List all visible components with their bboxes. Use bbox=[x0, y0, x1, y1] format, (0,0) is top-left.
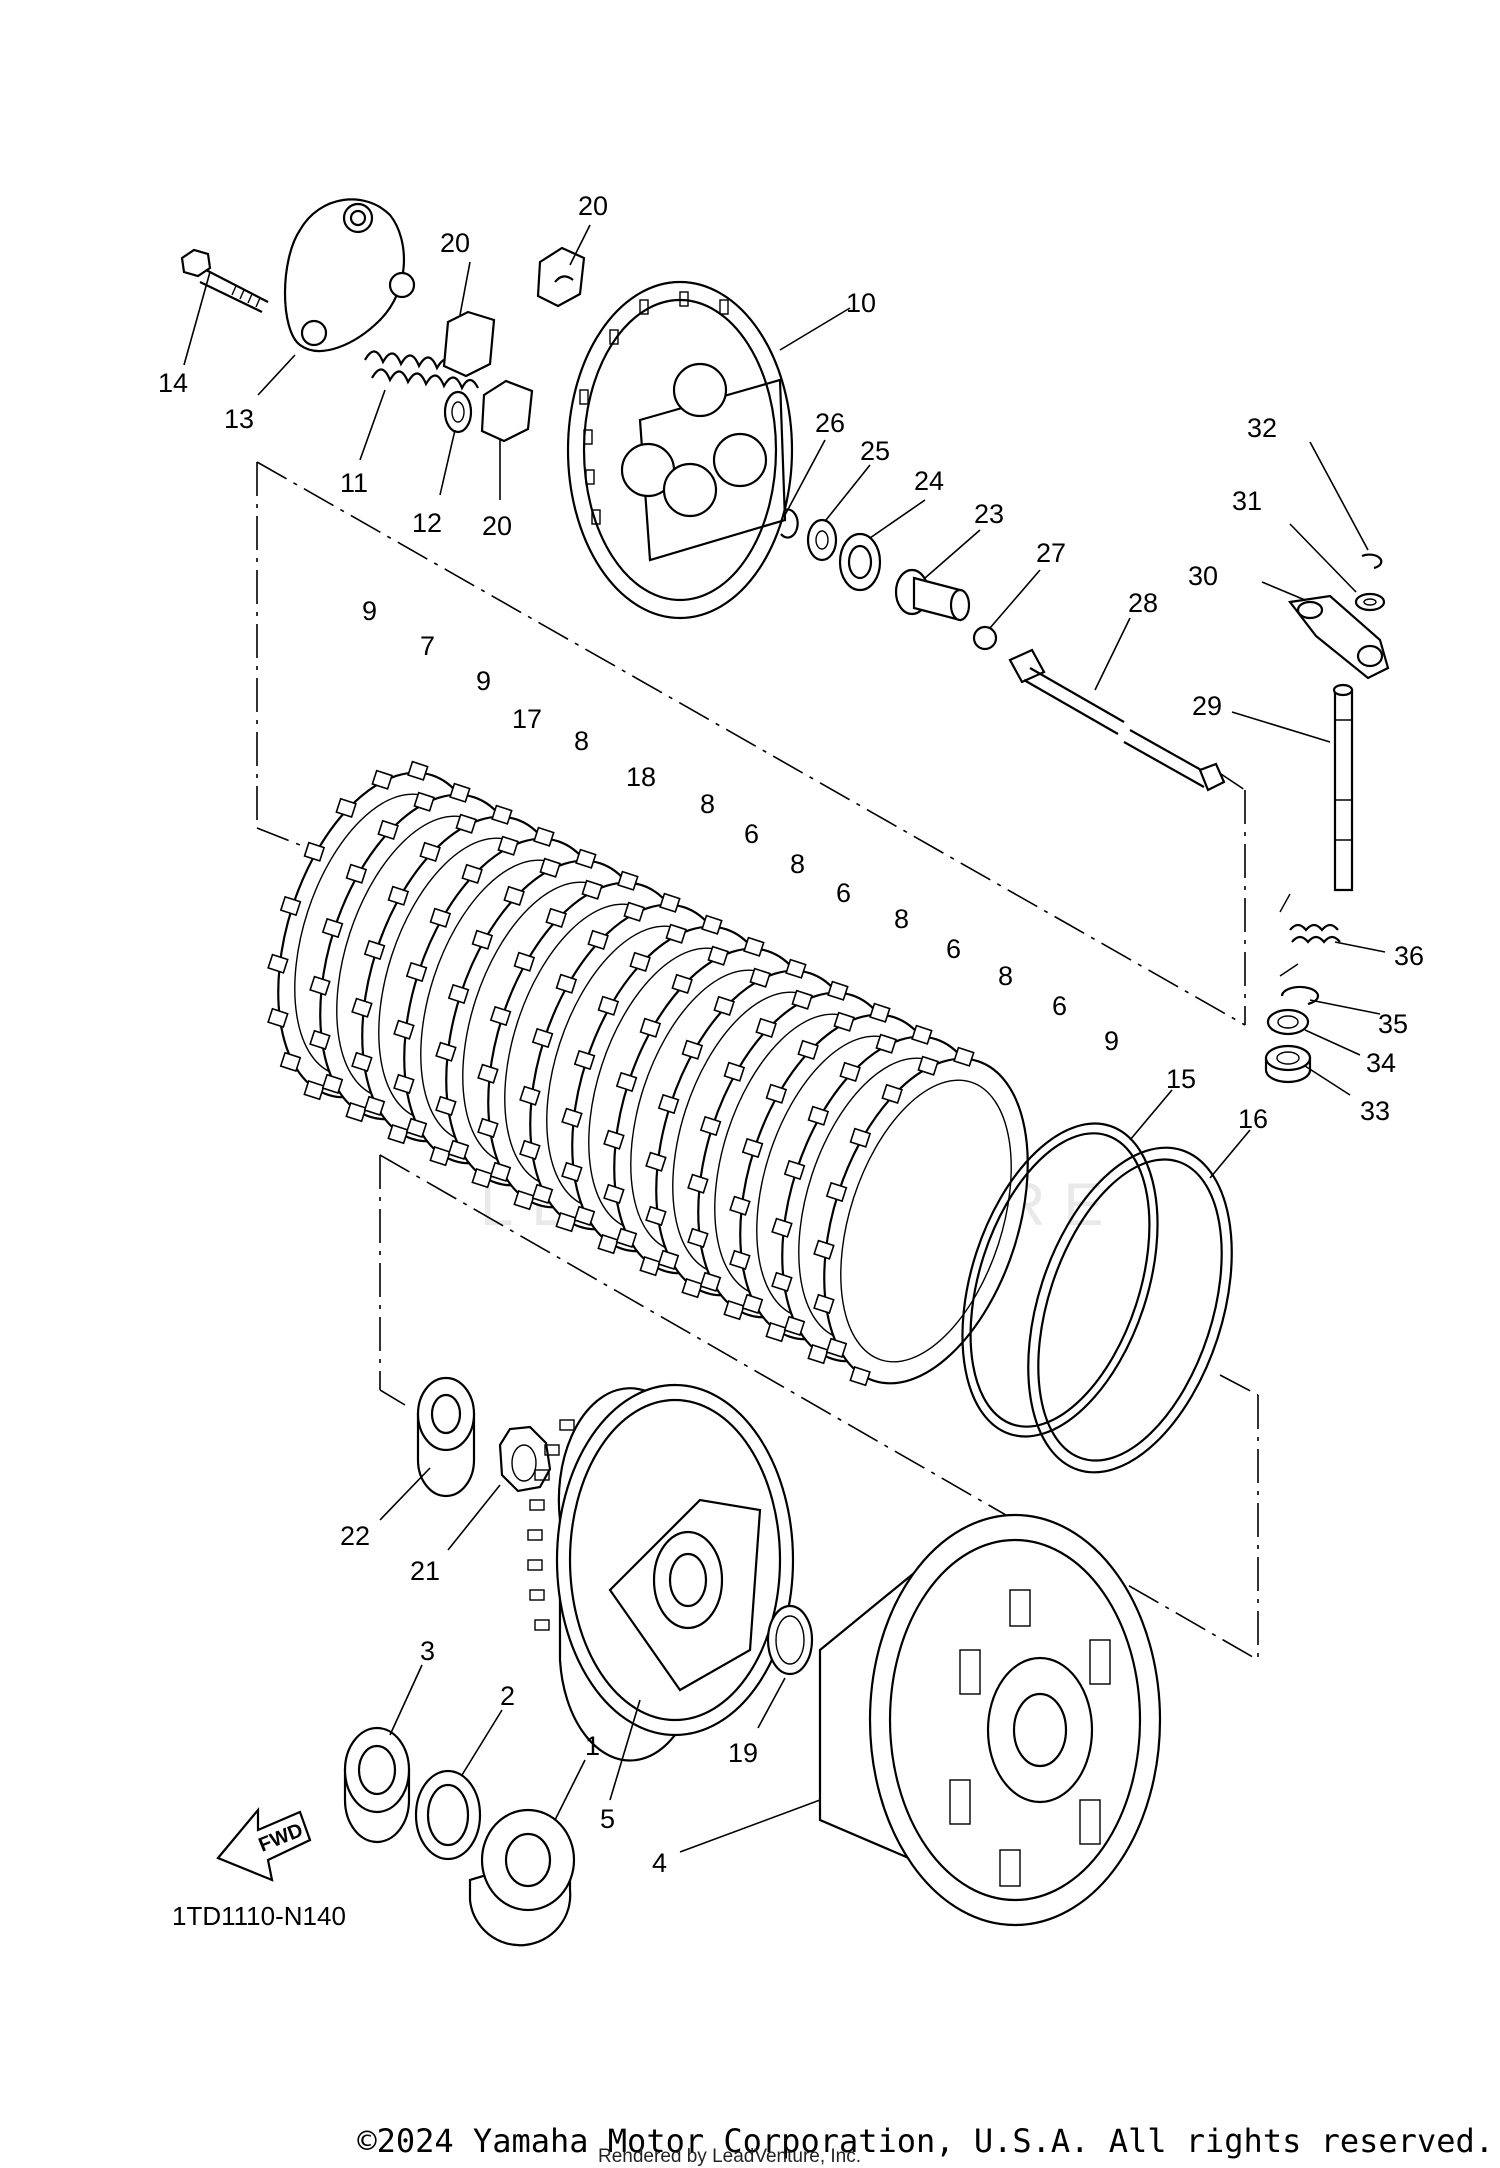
callout-32: 32 bbox=[1247, 413, 1277, 443]
callout-23: 23 bbox=[974, 499, 1004, 529]
callout-10: 10 bbox=[846, 288, 876, 318]
callout-6: 6 bbox=[946, 934, 961, 964]
callout-13: 13 bbox=[224, 404, 254, 434]
callout-28: 28 bbox=[1128, 588, 1158, 618]
part-2-washer bbox=[414, 1769, 482, 1861]
part-28-push-rod bbox=[1008, 648, 1226, 792]
callout-8: 8 bbox=[894, 904, 909, 934]
callout-8: 8 bbox=[790, 849, 805, 879]
part-4-primary-driven-gear-housing bbox=[818, 1513, 1162, 1927]
callout-22: 22 bbox=[340, 1521, 370, 1551]
part-21-lock-washer bbox=[498, 1425, 552, 1493]
leader-lines bbox=[183, 224, 1386, 1853]
callout-14: 14 bbox=[158, 368, 188, 398]
callout-9: 9 bbox=[362, 596, 377, 626]
callout-8: 8 bbox=[998, 961, 1013, 991]
part-15-wire-circlip bbox=[961, 1122, 1159, 1438]
part-22-nut bbox=[416, 1376, 476, 1498]
callout-25: 25 bbox=[860, 436, 890, 466]
part-12-washer bbox=[443, 390, 473, 434]
part-33-bearing bbox=[1264, 1044, 1312, 1084]
part-27-ball bbox=[972, 625, 998, 651]
callout-1: 1 bbox=[585, 1731, 600, 1761]
callout-17: 17 bbox=[512, 704, 542, 734]
part-29-push-lever-shaft bbox=[1332, 683, 1354, 892]
assembly-frame-lines bbox=[256, 461, 1259, 1661]
part-13-pressure-plate-cover bbox=[283, 198, 416, 353]
callout-19: 19 bbox=[728, 1738, 758, 1768]
callout-30: 30 bbox=[1188, 561, 1218, 591]
part-24-bearing bbox=[838, 532, 882, 592]
clutch-plate-stack bbox=[267, 760, 1029, 1387]
part-35-circlip bbox=[1280, 985, 1320, 1006]
callout-6: 6 bbox=[836, 878, 851, 908]
callout-18: 18 bbox=[626, 762, 656, 792]
fwd-arrow-icon: FWD bbox=[216, 1806, 312, 1882]
callout-3: 3 bbox=[420, 1636, 435, 1666]
callout-2: 2 bbox=[500, 1681, 515, 1711]
part-19-thrust-washer bbox=[766, 1604, 814, 1676]
part-20-weights bbox=[442, 246, 586, 443]
clutch-plate bbox=[813, 1046, 1029, 1387]
rendered-by-credit: Rendered by LeadVenture, Inc. bbox=[598, 2146, 862, 2167]
callout-27: 27 bbox=[1036, 538, 1066, 568]
callout-12: 12 bbox=[412, 508, 442, 538]
callout-15: 15 bbox=[1166, 1064, 1196, 1094]
callout-31: 31 bbox=[1232, 486, 1262, 516]
callout-35: 35 bbox=[1378, 1009, 1408, 1039]
drawing-code: 1TD1110-N140 bbox=[172, 1901, 346, 1931]
part-1-thrust-plate bbox=[468, 1808, 576, 1947]
callout-11: 11 bbox=[340, 468, 368, 498]
part-23-push-rod bbox=[894, 568, 971, 622]
callout-9: 9 bbox=[1104, 1026, 1119, 1056]
part-26-circlip bbox=[780, 508, 799, 539]
part-30-push-lever bbox=[1287, 594, 1390, 680]
callout-16: 16 bbox=[1238, 1104, 1268, 1134]
part-25-washer bbox=[806, 518, 838, 562]
callout-20: 20 bbox=[440, 228, 470, 258]
callout-4: 4 bbox=[652, 1848, 667, 1878]
callout-34: 34 bbox=[1366, 1048, 1396, 1078]
callout-8: 8 bbox=[700, 789, 715, 819]
callout-33: 33 bbox=[1360, 1096, 1390, 1126]
callout-8: 8 bbox=[574, 726, 589, 756]
part-10-clutch-housing-plate bbox=[566, 280, 794, 620]
part-32-circlip bbox=[1361, 553, 1383, 570]
part-16-cushion-ring bbox=[1027, 1146, 1233, 1474]
callout-7: 7 bbox=[420, 631, 435, 661]
callout-36: 36 bbox=[1394, 941, 1424, 971]
callout-26: 26 bbox=[815, 408, 845, 438]
callout-29: 29 bbox=[1192, 691, 1222, 721]
callout-9: 9 bbox=[476, 666, 491, 696]
callout-20: 20 bbox=[482, 511, 512, 541]
copyright-notice: ©2024 Yamaha Motor Corporation, U.S.A. A… bbox=[357, 2122, 1494, 2160]
part-34-oil-seal bbox=[1266, 1008, 1310, 1036]
part-5-clutch-boss bbox=[527, 1383, 795, 1762]
callout-5: 5 bbox=[600, 1804, 615, 1834]
callout-labels: 20 20 20 10 14 13 11 12 26 25 24 23 27 2… bbox=[158, 191, 1424, 1878]
callout-6: 6 bbox=[744, 819, 759, 849]
callout-20: 20 bbox=[578, 191, 608, 221]
part-36-spring bbox=[1279, 893, 1341, 977]
callout-6: 6 bbox=[1052, 991, 1067, 1021]
part-14-bolt bbox=[180, 248, 269, 313]
part-3-collar bbox=[343, 1726, 411, 1844]
callout-24: 24 bbox=[914, 466, 944, 496]
callout-21: 21 bbox=[410, 1556, 440, 1586]
part-31-washer bbox=[1354, 592, 1386, 612]
